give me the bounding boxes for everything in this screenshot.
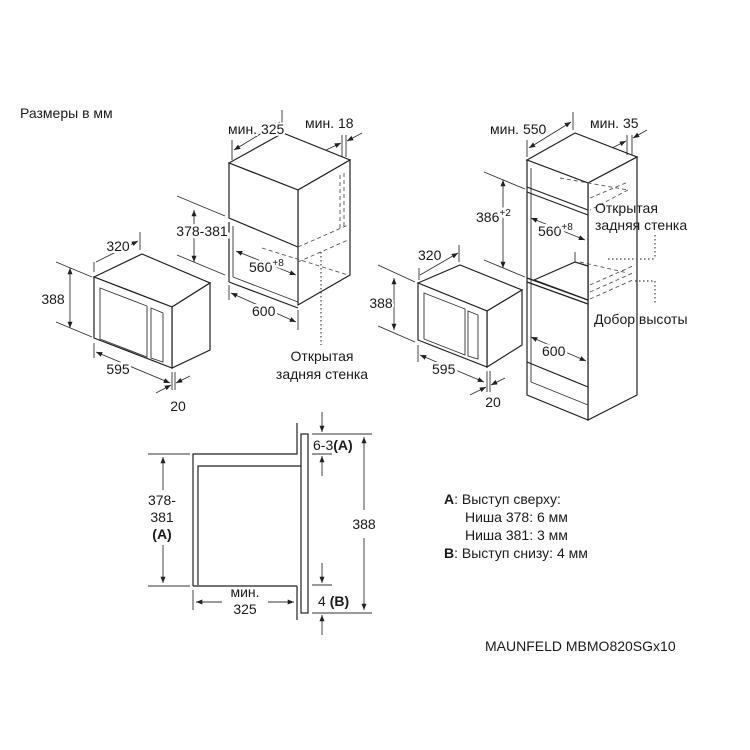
wall-cabinet-left	[227, 132, 352, 345]
units-title: Размеры в мм	[20, 105, 113, 121]
left-niche-height-label: 378-381	[176, 223, 228, 239]
left-min-rear-label: мин. 18	[305, 115, 354, 131]
tall-cabinet-right	[525, 132, 656, 421]
top-offset-label: 6-3(A)	[313, 437, 353, 453]
side-total-height-label: 388	[352, 516, 376, 532]
right-min-rear-label: мин. 35	[590, 115, 639, 131]
left-cabinet-width-label: 600	[252, 303, 276, 319]
side-min-depth-line1: мин.	[230, 584, 259, 600]
right-open-back-line2: задняя стенка	[595, 217, 687, 233]
height-filler-label: Добор высоты	[594, 311, 688, 327]
microwave-right-height-label: 388	[369, 295, 393, 311]
legend-a: A: Выступ сверху:	[444, 491, 561, 507]
model-name: MAUNFELD MBMO820SGx10	[485, 638, 676, 654]
microwave-width-label: 595	[106, 361, 130, 377]
wall-cabinet-left-dimensions: мин. 325 мин. 18 378-381 560+8 600 Откры…	[174, 110, 368, 382]
side-view	[192, 423, 309, 620]
microwave-right-depth-label: 320	[418, 247, 442, 263]
side-view-dimensions: 378- 381 (A) мин. 325 6-3(A) 4 (B) 388	[148, 412, 376, 635]
microwave-right-width-label: 595	[432, 361, 456, 377]
right-cabinet-width-label: 600	[542, 343, 566, 359]
legend-b: B: Выступ снизу: 4 мм	[444, 545, 588, 561]
side-niche-height-line3: (A)	[152, 526, 171, 542]
left-min-depth-label: мин. 325	[228, 121, 285, 137]
left-open-back-line1: Открытая	[291, 348, 354, 364]
microwave-right-frame-label: 20	[485, 394, 501, 410]
left-niche-width-label: 560+8	[249, 258, 284, 275]
side-niche-height-line1: 378-	[148, 492, 176, 508]
right-min-depth-label: мин. 550	[490, 121, 547, 137]
legend: A: Выступ сверху: Ниша 378: 6 мм Ниша 38…	[444, 491, 588, 561]
microwave-left-dimensions: 388 320 595 20	[41, 232, 191, 414]
right-open-back-line1: Открытая	[595, 200, 658, 216]
microwave-height-label: 388	[41, 291, 65, 307]
microwave-frame-label: 20	[170, 398, 186, 414]
side-min-depth-line2: 325	[233, 601, 257, 617]
tall-cabinet-dimensions: мин. 550 мин. 35 386+2 560+8 600 Открыта…	[474, 112, 688, 362]
microwave-right	[416, 264, 524, 369]
side-niche-height-line2: 381	[150, 509, 174, 525]
legend-a-line2: Ниша 378: 6 мм	[465, 509, 568, 525]
left-open-back-line2: задняя стенка	[276, 366, 368, 382]
microwave-depth-label: 320	[106, 238, 130, 254]
right-niche-width-label: 560+8	[538, 222, 573, 239]
microwave-right-dimensions: 388 320 595 20	[367, 245, 506, 410]
legend-a-line3: Ниша 381: 3 мм	[465, 527, 568, 543]
right-niche-height-label: 386+2	[476, 208, 511, 225]
bottom-offset-label: 4 (B)	[318, 593, 349, 609]
microwave-left	[92, 253, 212, 369]
